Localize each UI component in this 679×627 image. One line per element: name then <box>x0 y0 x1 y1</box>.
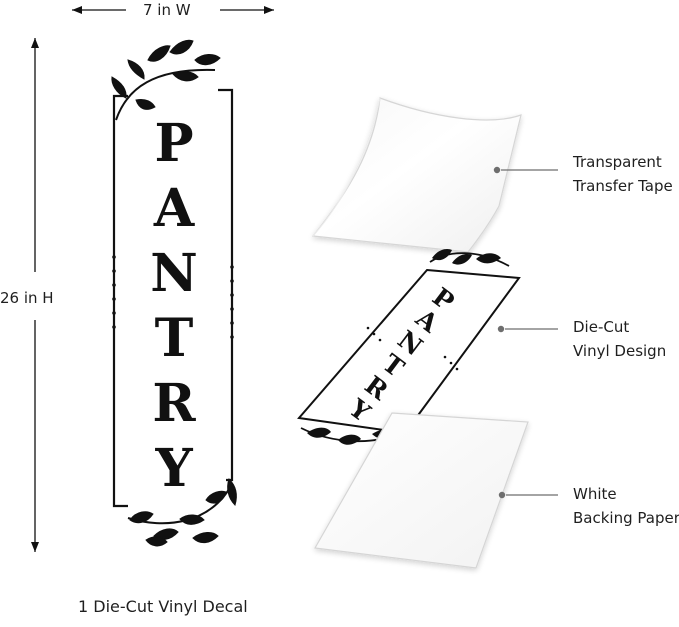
pantry-letter-t: T <box>155 308 194 369</box>
width-dimension-arrow <box>72 6 274 14</box>
vinyl-design-label: Die-Cut Vinyl Design <box>573 315 666 363</box>
pantry-letter-n: N <box>150 243 198 304</box>
pantry-letter-r: R <box>152 373 196 434</box>
height-dimension-arrow <box>31 38 39 552</box>
leader-lines <box>493 166 558 499</box>
backing-paper-layer <box>314 412 529 569</box>
width-label: 7 in W <box>143 1 191 19</box>
product-caption: 1 Die-Cut Vinyl Decal <box>78 597 248 616</box>
pantry-letter-p: P <box>154 113 193 174</box>
transfer-tape-label-line-1: Transparent <box>573 153 662 171</box>
bottom-laurel-icon <box>127 478 237 547</box>
top-laurel-icon <box>111 39 221 121</box>
pantry-letter-y: Y <box>154 438 193 499</box>
vinyl-design-label-line-2: Vinyl Design <box>573 342 667 360</box>
transfer-tape-label-line-2: Transfer Tape <box>573 177 673 195</box>
height-label: 26 in H <box>0 289 54 307</box>
dotted-accents <box>112 255 234 339</box>
vinyl-design-label-line-1: Die-Cut <box>573 318 630 336</box>
backing-paper-label-line-2: Backing Paper <box>573 509 679 527</box>
backing-paper-label-line-1: White <box>573 485 617 503</box>
vinyl-design-layer: P A N T R Y <box>297 248 521 445</box>
pantry-word: P A N T R Y <box>150 113 198 499</box>
transfer-tape-label: Transparent Transfer Tape <box>573 150 673 198</box>
pantry-letter-a: A <box>153 178 195 239</box>
transfer-tape-layer <box>311 97 522 253</box>
backing-paper-label: White Backing Paper <box>573 482 679 530</box>
angled-dotted-accents <box>366 326 459 371</box>
